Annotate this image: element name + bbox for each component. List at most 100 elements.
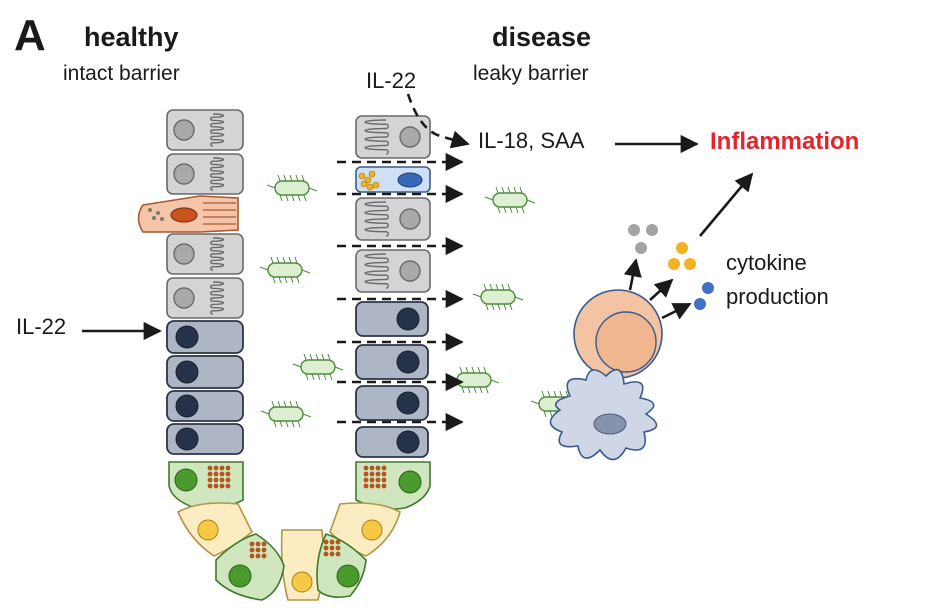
- microvilli: [210, 237, 225, 271]
- cytokine-granule: [646, 224, 658, 236]
- bacterium-icon: [484, 186, 536, 214]
- paneth-granule: [323, 551, 329, 557]
- disease-title: disease: [492, 22, 592, 52]
- paneth-granule: [255, 541, 261, 547]
- tuft-granule: [156, 211, 160, 215]
- paneth-granule: [329, 539, 335, 545]
- cytokine-granule: [668, 258, 680, 270]
- paneth-granule: [363, 465, 369, 471]
- paneth-nucleus: [174, 468, 198, 492]
- tuft-granule: [160, 217, 164, 221]
- paneth-granule: [381, 465, 387, 471]
- arrows: [82, 93, 754, 432]
- dendritic-nucleus: [593, 413, 627, 435]
- nucleus: [399, 126, 421, 148]
- paneth-granule: [381, 483, 387, 489]
- paneth-granule: [219, 465, 225, 471]
- paneth-granule: [335, 551, 341, 557]
- paneth-granule: [207, 471, 213, 477]
- paneth-granule: [225, 465, 231, 471]
- nucleus: [173, 163, 195, 185]
- paneth-granule: [213, 477, 219, 483]
- tuft-nucleus: [170, 207, 198, 223]
- disease-subtitle: leaky barrier: [473, 62, 589, 85]
- paneth-granule: [369, 465, 375, 471]
- il22-top-label: IL-22: [366, 68, 417, 93]
- paneth-nucleus: [336, 564, 360, 588]
- crypt-nucleus: [291, 571, 313, 593]
- granule: [366, 183, 374, 191]
- tuft-brush: [203, 202, 236, 225]
- nucleus: [399, 260, 421, 282]
- flagella: [259, 256, 311, 284]
- flagella: [292, 353, 344, 381]
- paneth-granule: [207, 483, 213, 489]
- cytokine-granule: [676, 242, 688, 254]
- tuft-granule: [152, 216, 156, 220]
- stem-nucleus: [396, 350, 420, 374]
- crypt-nucleus: [361, 519, 383, 541]
- microvilli: [364, 253, 389, 289]
- paneth-granule: [219, 477, 225, 483]
- enteroendocrine-nucleus: [397, 172, 423, 188]
- paneth-granule: [261, 553, 267, 559]
- flagella: [266, 174, 318, 202]
- nucleus: [399, 208, 421, 230]
- stem-nucleus: [396, 430, 420, 454]
- granule: [360, 180, 368, 188]
- granule: [358, 172, 366, 180]
- microvilli: [364, 201, 389, 237]
- panel-label: A: [14, 11, 46, 60]
- cytokine-granule: [702, 282, 714, 294]
- paneth-granule: [363, 477, 369, 483]
- paneth-granule: [249, 553, 255, 559]
- bacterium-body: [480, 289, 516, 305]
- paneth-nucleus: [398, 470, 422, 494]
- paneth-granule: [335, 545, 341, 551]
- il18-saa-label: IL-18, SAA: [478, 128, 585, 153]
- granule: [368, 170, 376, 178]
- microvilli: [364, 119, 389, 155]
- bacterium-body: [267, 262, 303, 278]
- paneth-granule: [375, 477, 381, 483]
- paneth-granule: [207, 477, 213, 483]
- disease-epithelium: [355, 115, 431, 458]
- paneth-granule: [219, 471, 225, 477]
- paneth-granule: [255, 553, 261, 559]
- paneth-granule: [225, 483, 231, 489]
- paneth-granule: [261, 547, 267, 553]
- paneth-granule: [323, 539, 329, 545]
- paneth-granule: [369, 483, 375, 489]
- paneth-granule: [335, 539, 341, 545]
- flagella: [260, 400, 312, 428]
- crypt-bottom-cells: [168, 461, 431, 601]
- paneth-granule: [219, 483, 225, 489]
- paneth-granule: [225, 477, 231, 483]
- paneth-granule: [375, 483, 381, 489]
- arrow-icon: [661, 302, 692, 320]
- stem-nucleus: [175, 427, 199, 451]
- healthy-title: healthy: [84, 22, 179, 52]
- bacterium-icon: [292, 353, 344, 381]
- paneth-granule: [249, 547, 255, 553]
- paneth-granule: [249, 541, 255, 547]
- paneth-granule: [375, 471, 381, 477]
- paneth-granule: [369, 471, 375, 477]
- healthy-subtitle: intact barrier: [63, 62, 180, 85]
- production-label: production: [726, 284, 829, 309]
- stem-nucleus: [175, 394, 199, 418]
- macrophage-nucleus: [595, 311, 657, 373]
- paneth-granule: [207, 465, 213, 471]
- paneth-granule: [369, 477, 375, 483]
- cytokine-granule: [635, 242, 647, 254]
- paneth-granule: [261, 541, 267, 547]
- paneth-granule: [225, 471, 231, 477]
- inflammation-label: Inflammation: [710, 128, 860, 155]
- microvilli: [210, 157, 225, 191]
- cytokine-label: cytokine: [726, 250, 807, 275]
- paneth-granule: [329, 551, 335, 557]
- stem-nucleus: [175, 360, 199, 384]
- paneth-granule: [213, 471, 219, 477]
- paneth-granule: [255, 547, 261, 553]
